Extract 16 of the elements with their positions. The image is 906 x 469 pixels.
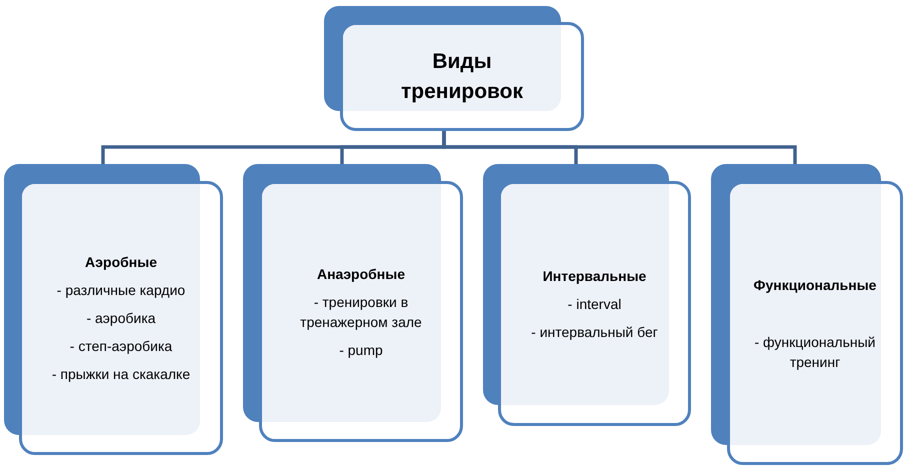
card-title: Виды тренировок: [400, 48, 524, 104]
card-item: - степ-аэробика: [70, 337, 172, 356]
card-title: Функциональные: [754, 276, 876, 294]
card-item: - функциональный тренинг: [754, 332, 876, 372]
card-item: - pump: [339, 340, 383, 360]
card-item: - интервальный бег: [531, 322, 658, 342]
card-item: - тренировки в тренажерном зале: [299, 292, 423, 332]
card-item: - аэробика: [86, 309, 156, 328]
card-item: - interval: [568, 294, 622, 314]
card-title: Анаэробные: [316, 264, 406, 284]
card-item: - различные кардио: [56, 281, 186, 300]
card-title: Аэробные: [85, 253, 157, 272]
connector-line: [442, 131, 797, 164]
card-item: - прыжки на скакалке: [52, 365, 190, 384]
card-title: Интервальные: [542, 266, 646, 286]
category-card: [324, 6, 584, 131]
